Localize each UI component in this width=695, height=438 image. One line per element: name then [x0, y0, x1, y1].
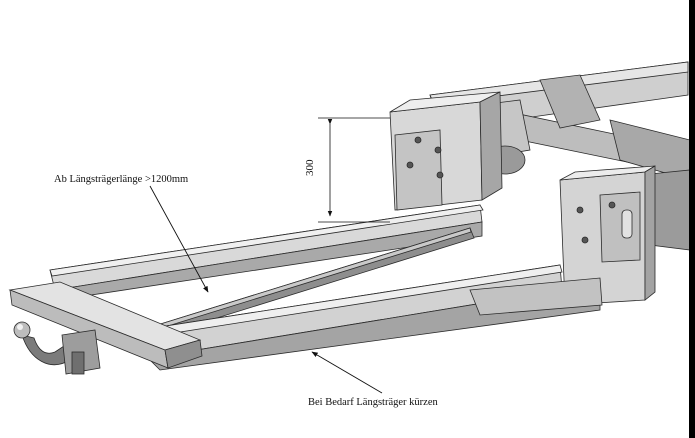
- rear-cross-member: [8, 281, 203, 369]
- label-min-length: Ab Längsträgerlänge >1200mm: [54, 174, 189, 185]
- edge-bar: [689, 0, 695, 438]
- dimension-arrow-icon: [318, 117, 390, 223]
- right-mounting-bracket: [559, 165, 656, 306]
- lower-longitudinal-member: [139, 264, 603, 371]
- label-shorten-member: Bei Bedarf Längsträger kürzen: [308, 397, 438, 408]
- leader-arrow-icon: [149, 185, 383, 394]
- dimension-value: 300: [304, 159, 316, 177]
- tow-ball-icon: [13, 321, 101, 375]
- left-mounting-bracket: [389, 91, 503, 211]
